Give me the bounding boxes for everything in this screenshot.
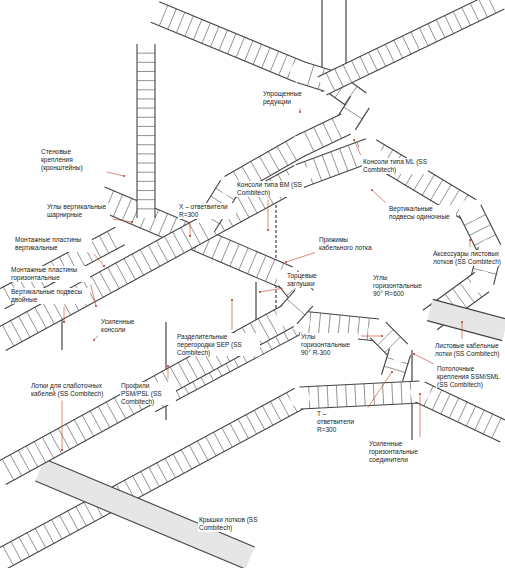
callout-label: Торцевые заглушки xyxy=(286,272,342,288)
leader-dot xyxy=(285,261,287,263)
leader-line xyxy=(91,285,96,306)
leader-line xyxy=(94,336,98,340)
leader-line xyxy=(462,322,463,339)
cable-tray xyxy=(151,2,370,232)
leader-line xyxy=(168,366,169,379)
callout-label: Аксессуары листовых лотков (SS Combitech… xyxy=(432,250,502,266)
leader-dot xyxy=(391,371,393,373)
leader-line xyxy=(107,172,124,176)
callout-label: Упрощенные редукции xyxy=(262,90,314,106)
leader-line xyxy=(190,222,191,236)
leader-dot xyxy=(167,365,169,367)
leader-dot xyxy=(413,353,415,355)
leader-line xyxy=(232,300,233,330)
leader-dot xyxy=(231,299,233,301)
leader-line xyxy=(361,336,382,337)
callout-label: Потолочные крепления SSM/SML (SS Combite… xyxy=(436,365,504,388)
callout-label: Лотки для слаботочных кабелей (SS Combit… xyxy=(30,382,110,398)
leader-dot xyxy=(469,239,471,241)
cable-tray xyxy=(0,187,315,485)
callout-label: Вертикальные подвесы двойные xyxy=(10,288,90,304)
callout-label: Т – ответвители R=300 xyxy=(316,410,366,433)
leader-line xyxy=(62,401,63,450)
leader-line xyxy=(354,140,361,155)
leader-line xyxy=(368,372,392,408)
callout-label: Монтажные пластины вертикальные xyxy=(14,236,92,252)
leader-dot xyxy=(189,235,191,237)
cable-tray xyxy=(137,44,155,218)
cable-tray xyxy=(318,0,505,95)
callout-label: Разделительные перегородки SEP (SS Combi… xyxy=(176,333,260,356)
cable-tray xyxy=(427,299,505,340)
callout-label: Углы горизонтальные 90° R=600 xyxy=(372,274,434,297)
leader-dot xyxy=(63,321,65,323)
callout-label: Углы горизонтальные 90° R-300 xyxy=(300,333,358,356)
callout-label: Консоли типа ML (SS Combitech) xyxy=(362,158,428,174)
callout-label: Усиленные горизонтальные соединители xyxy=(368,440,438,463)
leader-dot xyxy=(123,175,125,177)
leader-dot xyxy=(299,111,301,113)
leader-dot xyxy=(131,221,133,223)
leader-line xyxy=(372,190,386,203)
leader-dot xyxy=(61,449,63,451)
leader-line xyxy=(268,200,269,230)
leader-dot xyxy=(353,139,355,141)
callout-label: Прижимы кабельного лотка xyxy=(318,236,374,252)
leader-dot xyxy=(95,305,97,307)
leader-line xyxy=(414,354,433,364)
callout-label: Усиленные консоли xyxy=(100,318,152,334)
leader-line xyxy=(286,253,315,262)
leader-line xyxy=(300,109,301,112)
callout-label: Вертикальные подвесы одиночные xyxy=(388,205,456,221)
leader-line xyxy=(113,219,132,222)
leader-dot xyxy=(267,229,269,231)
callout-label: Стеновые крепления (кронштейны) xyxy=(40,148,104,171)
leader-line xyxy=(420,394,421,437)
cable-tray xyxy=(35,459,254,568)
leader-dot xyxy=(381,335,383,337)
leader-dot xyxy=(419,393,421,395)
callout-label: Консоли типа BM (SS Combitech) xyxy=(236,181,304,197)
callout-label: Крышки лотков (SS Combitech) xyxy=(198,516,260,532)
callout-label: Монтажные пластины горизонтальные xyxy=(10,266,90,282)
leader-line xyxy=(260,288,283,292)
leader-line xyxy=(470,240,471,247)
leader-dot xyxy=(93,339,95,341)
leader-dot xyxy=(259,291,261,293)
cable-tray xyxy=(0,227,125,309)
callout-label: X – ответвители R=300 xyxy=(178,203,236,219)
callout-label: Углы вертикальные шарнирные xyxy=(46,203,110,219)
callout-label: Профили PSM/PSL (SS Combitech) xyxy=(120,382,176,405)
leader-line xyxy=(94,254,104,266)
callout-label: Листовые кабельные лотки (SS Combitech) xyxy=(434,342,504,358)
cable-tray xyxy=(0,381,505,568)
leader-dot xyxy=(103,265,105,267)
leader-line xyxy=(64,307,65,322)
leader-dot xyxy=(371,189,373,191)
leader-dot xyxy=(461,321,463,323)
